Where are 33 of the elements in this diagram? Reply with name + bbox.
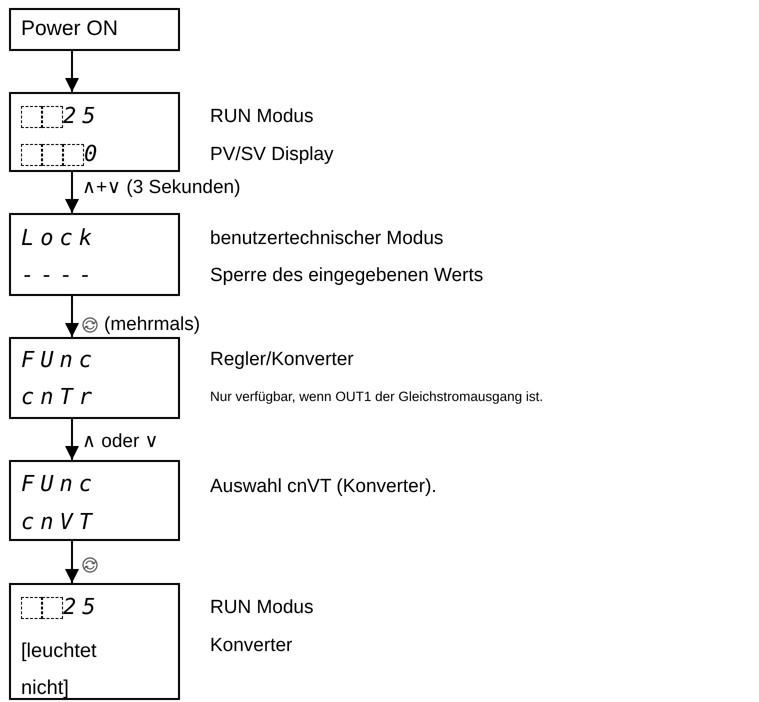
- description-text: benutzertechnischer Modus: [210, 227, 444, 251]
- display-box: [9, 92, 180, 172]
- description-text: Regler/Konverter: [210, 348, 354, 372]
- segment-display-text: 0: [84, 142, 104, 168]
- description-text: RUN Modus: [210, 596, 314, 620]
- arrow: [65, 51, 79, 92]
- display-box: [9, 213, 180, 296]
- segment-display-text: Lock: [21, 226, 98, 252]
- note-text: Nur verfügbar, wenn OUT1 der Gleichstromausgang ist.: [210, 388, 544, 406]
- segment-display-text: 25: [63, 595, 102, 621]
- display-box: [9, 337, 180, 419]
- edge-label: ∧+∨ (3 Sekunden): [82, 176, 240, 200]
- display-box: [9, 460, 180, 541]
- arrow: [65, 172, 79, 213]
- description-text: PV/SV Display: [210, 143, 334, 167]
- arrow: [65, 296, 79, 337]
- edge-label: (mehrmals): [104, 313, 200, 337]
- arrow: [65, 419, 79, 460]
- start-box: [9, 8, 180, 51]
- segment-display-text: 25: [63, 104, 102, 130]
- description-text: Auswahl cnVT (Konverter).: [210, 475, 437, 499]
- segment-display-text: ----: [21, 263, 98, 289]
- description-text: Sperre des eingegebenen Werts: [210, 264, 484, 288]
- description-text: RUN Modus: [210, 105, 314, 129]
- segment-display-text: FUnc: [21, 472, 98, 498]
- segment-display-text: FUnc: [21, 348, 98, 374]
- display-note: [leuchtet nicht]: [21, 639, 98, 701]
- segment-display-text: cnTr: [21, 385, 98, 411]
- arrow: [65, 541, 79, 583]
- start-label: Power ON: [21, 16, 118, 42]
- display-box: [9, 583, 180, 700]
- segment-display-text: cnVT: [21, 510, 98, 536]
- description-text: Konverter: [210, 634, 292, 658]
